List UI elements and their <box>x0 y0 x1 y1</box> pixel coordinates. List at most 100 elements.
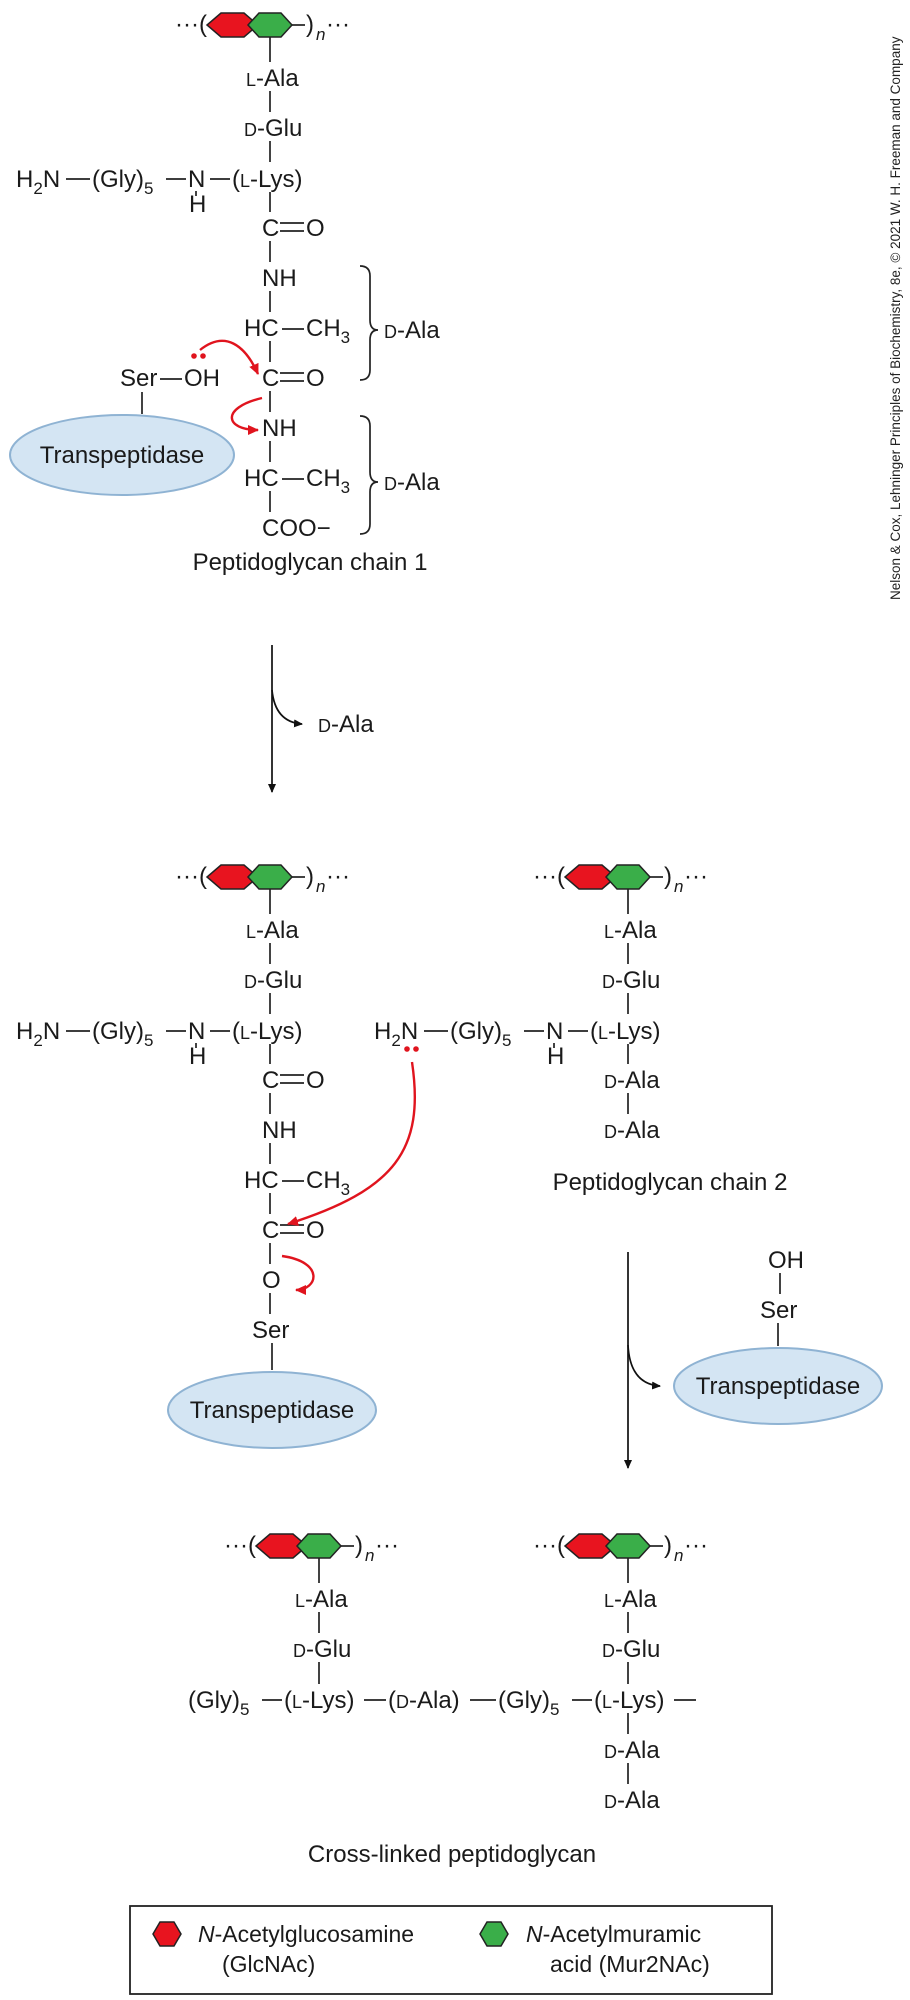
chain1-caption: Peptidoglycan chain 1 <box>193 549 428 576</box>
glycan-dots-left: ···( <box>175 11 207 38</box>
svg-text:): ) <box>306 863 314 890</box>
lone-pair-dot <box>413 1046 419 1052</box>
transpeptidase-ellipse <box>673 1347 883 1425</box>
chain1-glycan: ···( ) n ··· <box>175 11 350 44</box>
l-ala-label: L-Ala <box>246 65 299 92</box>
glcnac-hexagon <box>563 864 618 890</box>
svg-text:(L-Lys): (L-Lys) <box>284 1687 354 1714</box>
mur2nac-hexagon <box>246 12 294 38</box>
chain2-glycan: ···( ) n ··· <box>533 863 708 896</box>
svg-text:···(: ···( <box>224 1532 256 1559</box>
d-glu-label: D-Glu <box>244 115 302 142</box>
svg-text:D-Ala: D-Ala <box>604 1117 660 1144</box>
legend-glcnac-abbr: (GlcNAc) <box>222 1951 315 1977</box>
nh2-label: NH <box>262 415 297 442</box>
d-ala-2-label: D-Ala <box>384 469 440 496</box>
glcnac-hexagon <box>205 12 260 38</box>
ser1-label: Ser <box>120 365 157 392</box>
brace-d-ala-2 <box>359 415 379 535</box>
mur2nac-hexagon <box>604 1533 652 1559</box>
mur2nac-hexagon <box>295 1533 343 1559</box>
transpeptidase2-label: Transpeptidase <box>190 1397 355 1424</box>
carbonyl1-c: C <box>262 215 279 242</box>
acyl-enzyme-glycan: ···( ) n ··· <box>175 863 350 896</box>
ch3-1-label: CH3 <box>306 315 350 347</box>
svg-text:···(: ···( <box>533 1532 565 1559</box>
svg-text:L-Ala: L-Ala <box>604 917 657 944</box>
svg-text:n: n <box>316 877 325 896</box>
chain1-peptide: L-Ala D-Glu H2N (Gly)5 N H (L-Lys) C O N… <box>16 37 440 542</box>
enzyme1: Ser OH Transpeptidase <box>9 353 235 496</box>
nh1-label: NH <box>262 265 297 292</box>
svg-text:L-Ala: L-Ala <box>295 1586 348 1613</box>
credit-line: Nelson & Cox, Lehninger Principles of Bi… <box>888 36 903 600</box>
product-glycan-left: ···( ) n ··· <box>224 1532 399 1565</box>
svg-text:OH: OH <box>768 1247 804 1274</box>
gly5-label: (Gly)5 <box>92 166 153 198</box>
svg-text:D-Glu: D-Glu <box>602 1636 660 1663</box>
svg-text:n: n <box>365 1546 374 1565</box>
glycan-paren-right: ) <box>306 11 314 38</box>
ester-o: O <box>262 1267 281 1294</box>
legend-mur2nac-abbr: acid (Mur2NAc) <box>550 1951 710 1977</box>
crosslinked-caption: Cross-linked peptidoglycan <box>308 1841 596 1868</box>
svg-text:D-Ala: D-Ala <box>604 1737 660 1764</box>
legend-mur2nac-name: N-Acetylmuramic <box>526 1921 701 1947</box>
glcnac-hexagon <box>254 1533 309 1559</box>
lone-pair-dot <box>200 353 206 359</box>
chain2-peptide: L-Ala D-Glu H2N (Gly)5 N H (L-Lys) D-Ala… <box>374 889 660 1144</box>
lone-pair-dot <box>191 353 197 359</box>
svg-text:···: ··· <box>375 1532 399 1559</box>
chain2-h2n: H2N <box>374 1018 418 1050</box>
svg-text:n: n <box>674 1546 683 1565</box>
d-ala-1-label: D-Ala <box>384 317 440 344</box>
svg-text:H: H <box>547 1043 564 1070</box>
svg-text:···: ··· <box>326 863 350 890</box>
hc1-label: HC <box>244 315 279 342</box>
svg-text:Ser: Ser <box>760 1297 797 1324</box>
svg-text:(Gly)5: (Gly)5 <box>498 1687 559 1719</box>
released-d-ala-label: D-Ala <box>318 711 374 738</box>
svg-text:(L-Lys): (L-Lys) <box>594 1687 664 1714</box>
svg-text:D-Glu: D-Glu <box>602 967 660 994</box>
transpeptidase3-label: Transpeptidase <box>696 1373 861 1400</box>
svg-text:D-Glu: D-Glu <box>244 967 302 994</box>
ch3-2-label: CH3 <box>306 465 350 497</box>
svg-text:(Gly)5: (Gly)5 <box>92 1018 153 1050</box>
ester-cleavage-arrow <box>281 1254 315 1295</box>
chain2-caption: Peptidoglycan chain 2 <box>553 1169 788 1196</box>
l-lys-label: (L-Lys) <box>232 166 302 193</box>
carbonyl2-o: O <box>306 365 325 392</box>
legend-mur2nac-hexagon <box>479 1921 509 1947</box>
svg-text:D-Glu: D-Glu <box>293 1636 351 1663</box>
acyl-enzyme-peptide: L-Ala D-Glu H2N (Gly)5 N H (L-Lys) C O N… <box>16 889 377 1449</box>
transpeptidase1-label: Transpeptidase <box>40 442 205 469</box>
mur2nac-hexagon <box>604 864 652 890</box>
amide-n-label: N <box>188 166 205 193</box>
svg-text:(Gly)5: (Gly)5 <box>188 1687 249 1719</box>
glycan-dots-right: ··· <box>326 11 350 38</box>
svg-text:NH: NH <box>262 1117 297 1144</box>
cross-link-d-ala: (D-Ala) <box>388 1687 460 1714</box>
ser1-oh-label: OH <box>184 365 220 392</box>
release-arrow <box>271 689 303 728</box>
svg-text:): ) <box>664 1532 672 1559</box>
product-peptide: L-Ala D-Glu (Gly)5 (L-Lys) (D-Ala) (Gly)… <box>188 1558 696 1814</box>
transpeptidase-ellipse <box>9 414 235 496</box>
svg-text:N: N <box>546 1018 563 1045</box>
lone-pair-dot <box>404 1046 410 1052</box>
svg-text:···: ··· <box>684 1532 708 1559</box>
enzyme-release-arrow <box>627 1344 661 1390</box>
legend-glcnac-hexagon <box>152 1921 182 1947</box>
mur2nac-hexagon <box>246 864 294 890</box>
glcnac-hexagon <box>205 864 260 890</box>
svg-text:CH3: CH3 <box>306 1167 350 1199</box>
svg-text:···: ··· <box>684 863 708 890</box>
svg-text:HC: HC <box>244 1167 279 1194</box>
svg-text:N: N <box>188 1018 205 1045</box>
svg-text:(Gly)5: (Gly)5 <box>450 1018 511 1050</box>
brace-d-ala-1 <box>359 265 379 381</box>
nucleophile-attack-arrow <box>199 339 260 375</box>
glcnac-hexagon <box>563 1533 618 1559</box>
